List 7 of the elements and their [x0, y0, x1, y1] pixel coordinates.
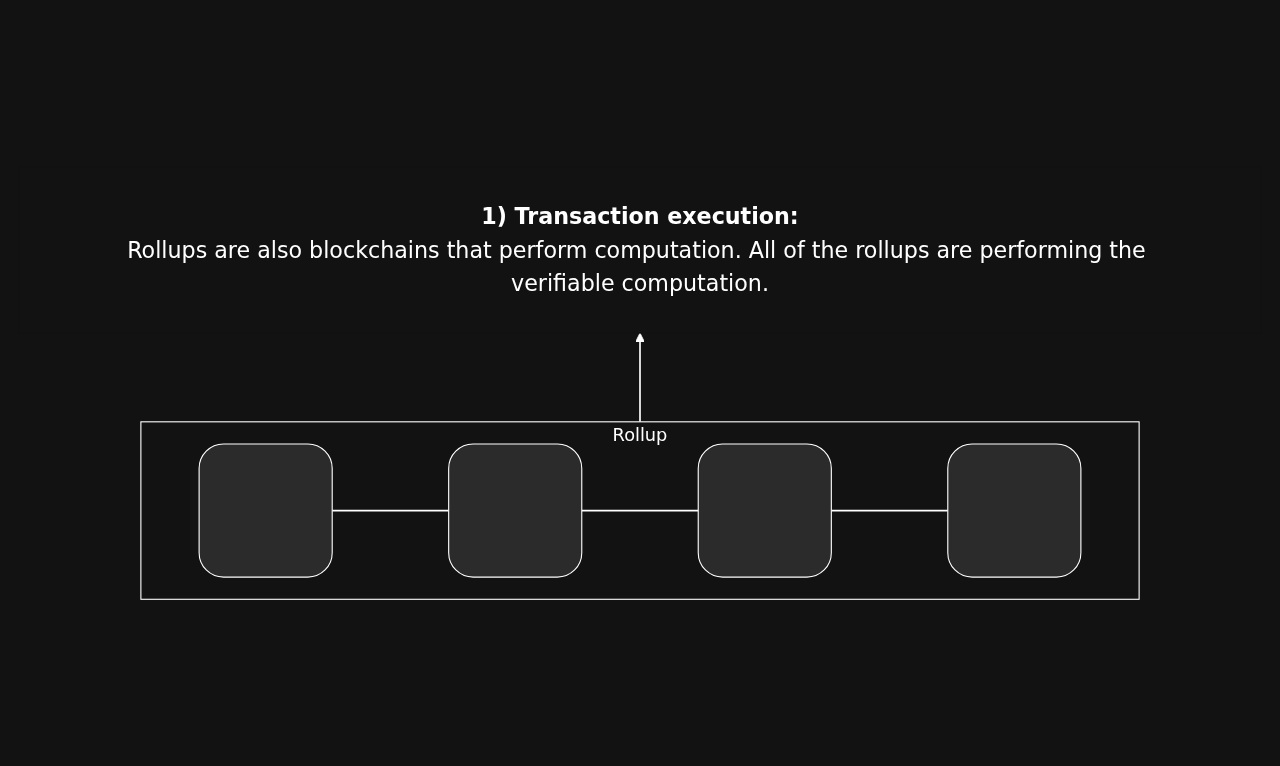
node-box: [697, 443, 832, 578]
cluster: Rollup: [140, 421, 1140, 600]
node-box: [947, 443, 1082, 578]
node-box: [198, 443, 333, 578]
node-box: [448, 443, 583, 578]
arrow: [635, 332, 645, 423]
node-text: 1) Transaction execution: Rollups are also blockchains that perform computation. All of the rollups are performing the verifiable computation.: [127, 203, 1146, 297]
